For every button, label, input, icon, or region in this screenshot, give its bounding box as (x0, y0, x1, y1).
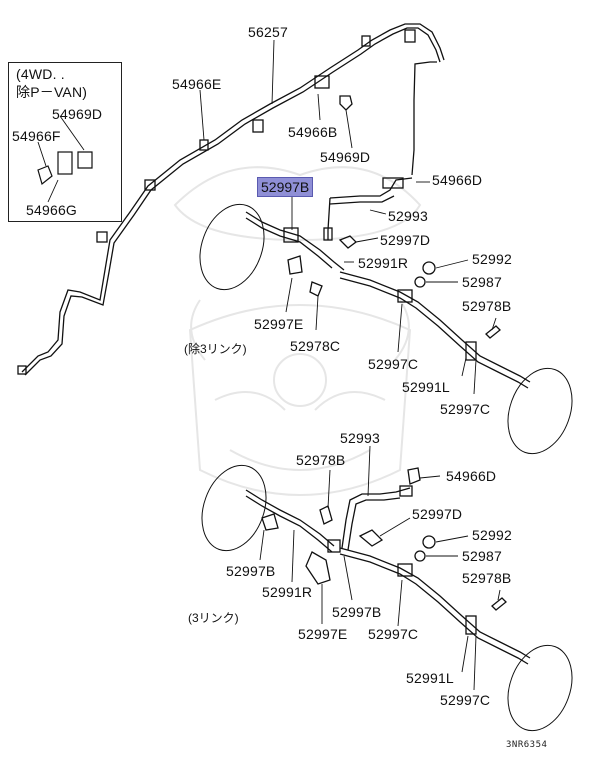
label-52997C-top-1: 52997C (368, 356, 419, 372)
bottom-assembly (245, 467, 531, 665)
label-54969D: 54969D (320, 149, 371, 165)
label-52978C: 52978C (290, 338, 341, 354)
leader-lines (37, 39, 501, 691)
label-54966D-bottom: 54966D (446, 468, 497, 484)
inset-note-line2: 除P－VAN) (16, 84, 88, 100)
label-56257: 56257 (248, 24, 288, 40)
label-52991R-bottom: 52991R (262, 584, 313, 600)
label-52997B-bottom-2: 52997B (332, 604, 382, 620)
label-52997E-top: 52997E (254, 316, 304, 332)
bottom-right-wheel-outline (507, 644, 573, 732)
label-52993-bottom: 52993 (340, 430, 380, 446)
label-52997D-top: 52997D (380, 232, 431, 248)
note-without-3-link: (除3リンク) (184, 342, 247, 356)
label-54966D-top: 54966D (432, 172, 483, 188)
label-54966B: 54966B (288, 124, 338, 140)
label-52991L-top: 52991L (402, 379, 450, 395)
bottom-left-wheel-outline (201, 464, 267, 552)
label-52997C-bottom-2: 52997C (440, 692, 491, 708)
label-52997C-top-2: 52997C (440, 401, 491, 417)
watermark-emblem (173, 166, 422, 496)
label-52987-bottom: 52987 (462, 548, 502, 564)
label-54966E: 54966E (172, 76, 222, 92)
label-52978B-bottom-2: 52978B (462, 570, 512, 586)
inset-label-54966G: 54966G (26, 202, 78, 218)
inset-parts (37, 151, 93, 186)
top-right-wheel-outline (507, 367, 573, 455)
inset-note-line1: (4WD. . (16, 66, 65, 82)
label-52991R-top: 52991R (358, 255, 409, 271)
label-52978B-bottom-1: 52978B (296, 452, 346, 468)
label-52997B-bottom-1: 52997B (226, 563, 276, 579)
label-52987-top: 52987 (462, 274, 502, 290)
label-52978B-top: 52978B (462, 298, 512, 314)
label-52993-top: 52993 (388, 208, 428, 224)
inset-label-54966F: 54966F (12, 128, 61, 144)
top-left-wheel-outline (199, 203, 265, 291)
label-52992-bottom: 52992 (472, 527, 512, 543)
label-52997D-bottom: 52997D (412, 506, 463, 522)
figure-code: 3NR6354 (506, 740, 548, 750)
inset-label-54969D: 54969D (52, 106, 103, 122)
note-3-link: (3リンク) (188, 611, 239, 625)
label-52991L-bottom: 52991L (406, 670, 454, 686)
inset-box (8, 62, 122, 222)
label-52997B-highlight: 52997B (257, 177, 314, 197)
label-52997E-bottom: 52997E (298, 626, 348, 642)
label-52992-top: 52992 (472, 251, 512, 267)
label-52997C-bottom-1: 52997C (368, 626, 419, 642)
